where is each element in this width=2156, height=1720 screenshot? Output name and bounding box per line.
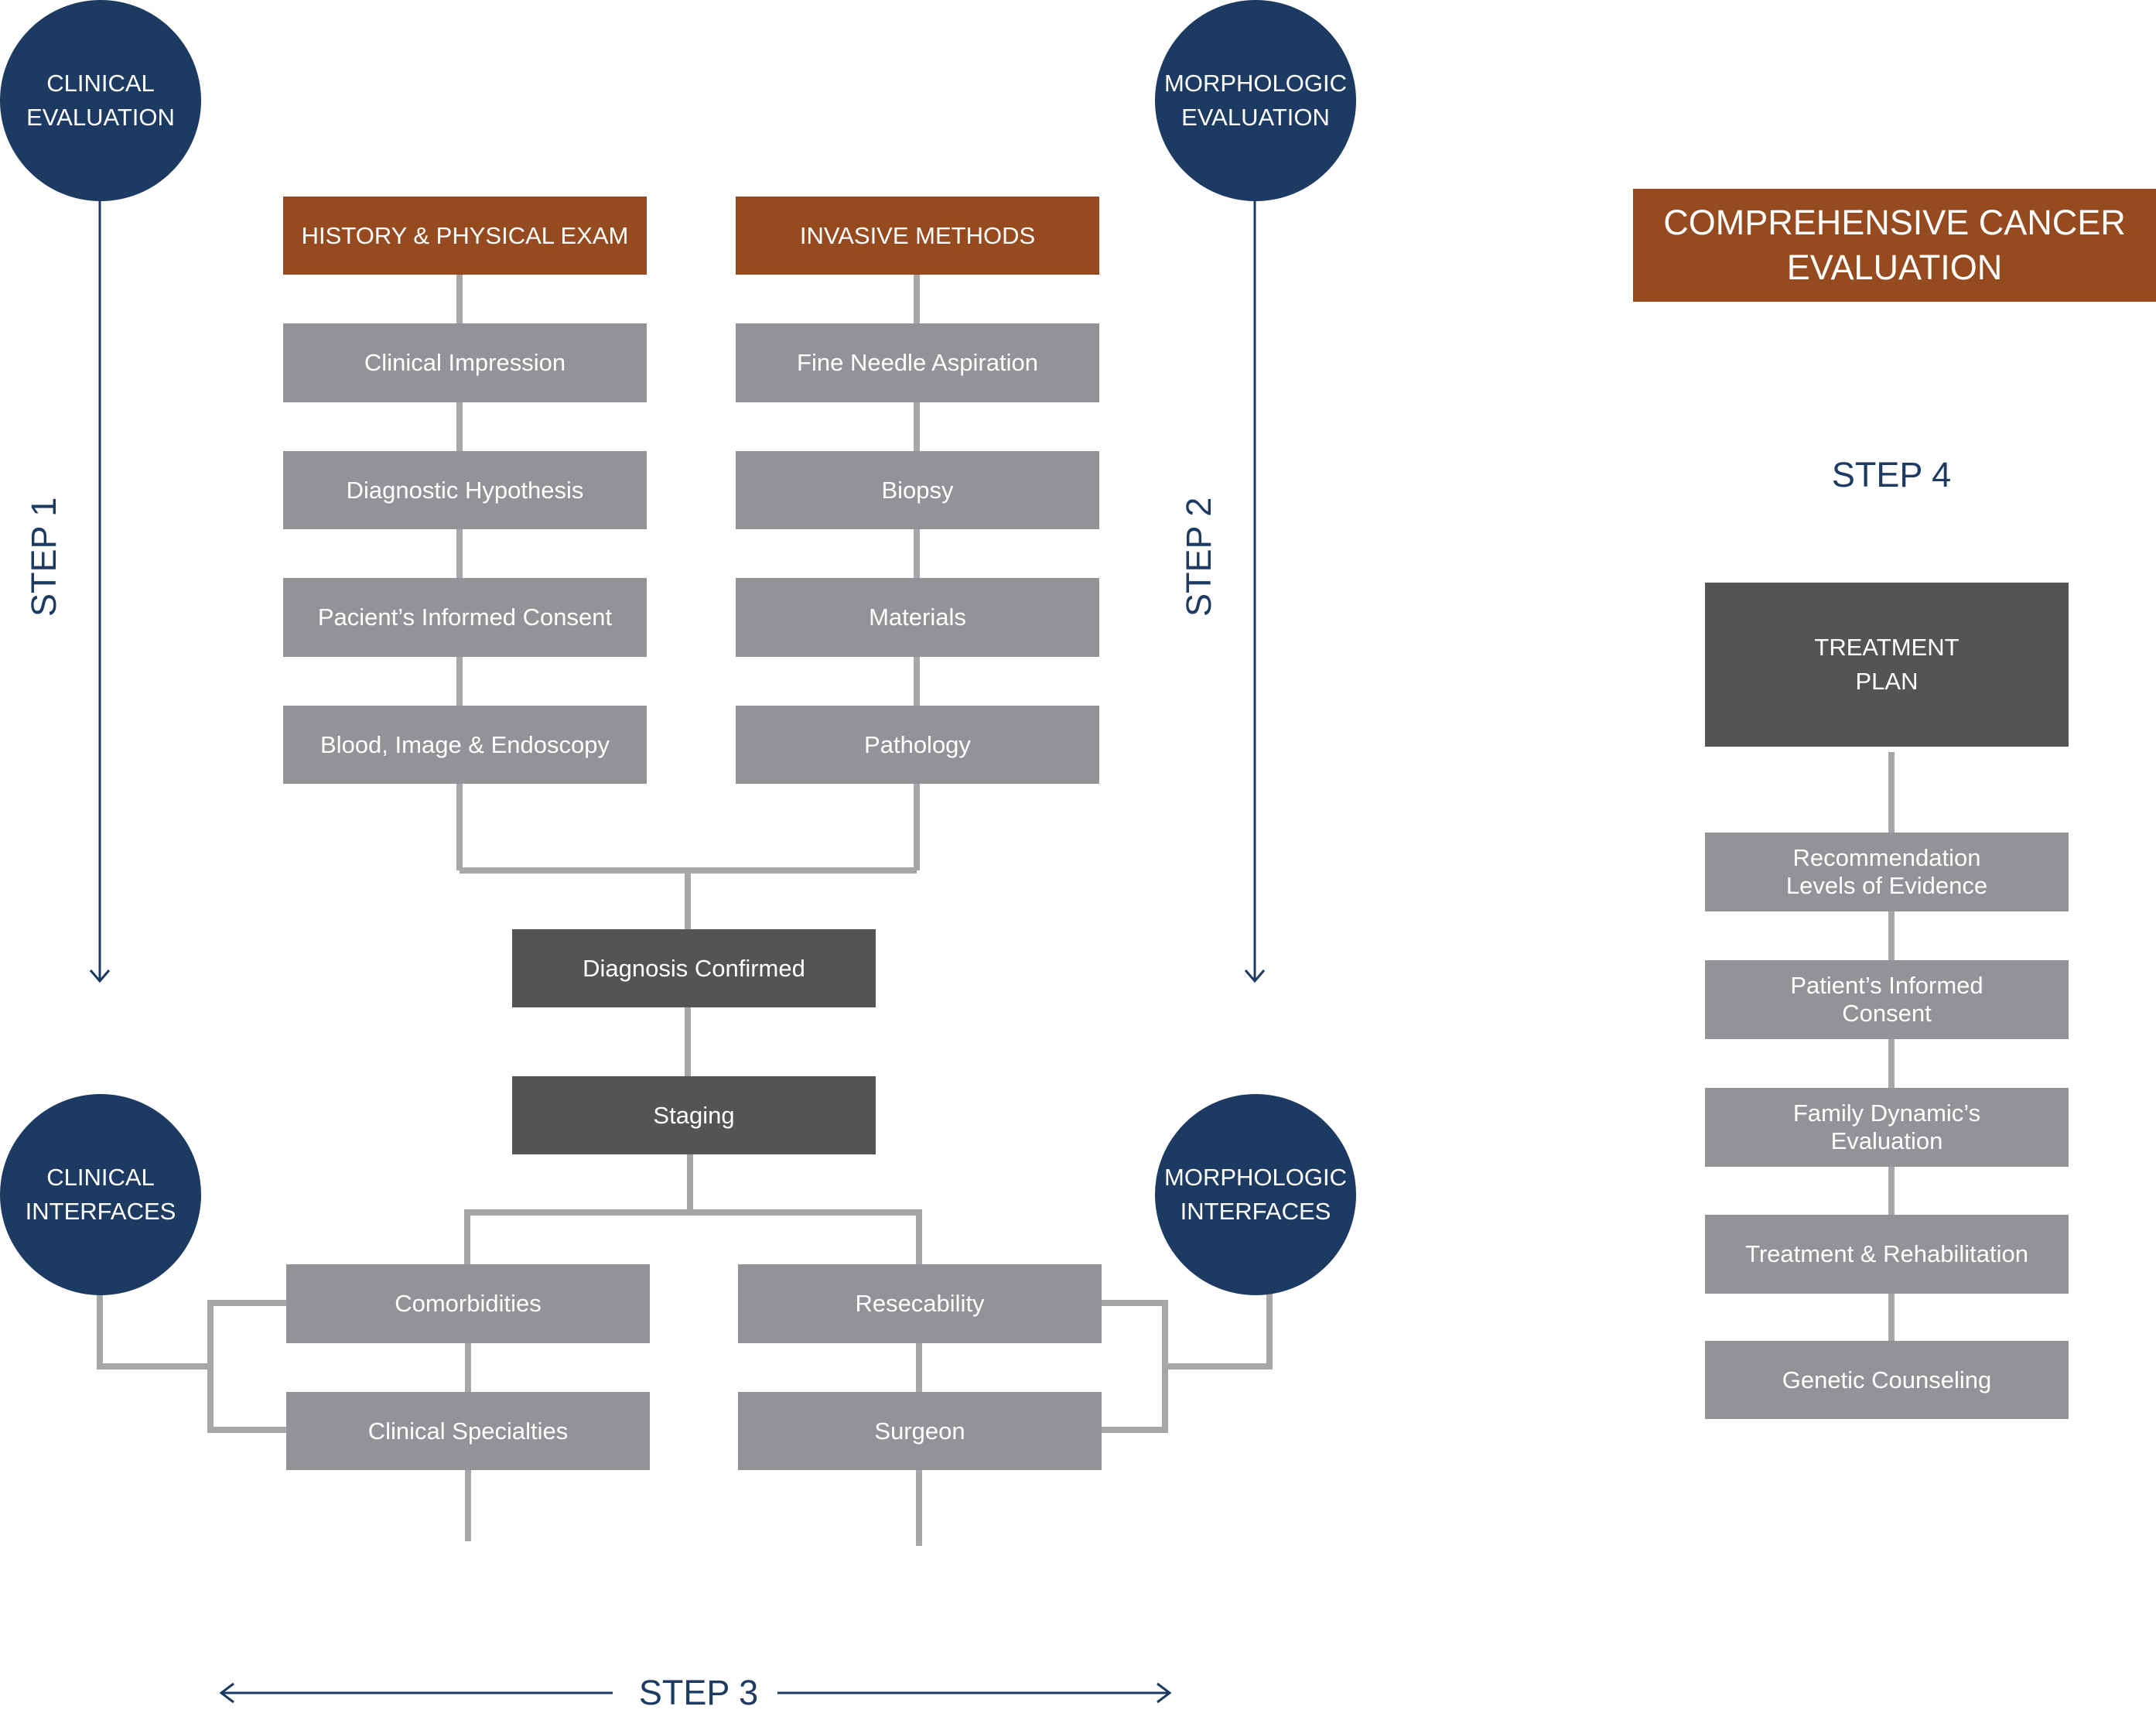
step3-arrowhead-left [219, 1682, 234, 1704]
connector [1101, 1300, 1168, 1433]
comprehensive-evaluation-title: COMPREHENSIVE CANCER EVALUATION [1633, 189, 2156, 302]
materials-box: Materials [736, 578, 1099, 657]
fine-needle-aspiration-box: Fine Needle Aspiration [736, 323, 1099, 402]
genetic-counseling-box: Genetic Counseling [1705, 1341, 2069, 1419]
step3-label: STEP 3 [638, 1673, 759, 1712]
treatment-rehabilitation-box: Treatment & Rehabilitation [1705, 1215, 2069, 1294]
history-physical-exam-header: HISTORY & PHYSICAL EXAM [283, 197, 647, 275]
diagnosis-confirmed-box: Diagnosis Confirmed [512, 929, 876, 1007]
patients-informed-consent-box: Patient’s Informed Consent [1705, 960, 2069, 1039]
navy-arrows [89, 200, 1266, 1704]
clinical-specialties-box: Clinical Specialties [286, 1392, 650, 1470]
blood-image-endoscopy-box: Blood, Image & Endoscopy [283, 706, 647, 784]
connector [1165, 1294, 1273, 1370]
step2-arrowhead [1244, 969, 1266, 983]
step3-arrowhead-right [1157, 1682, 1172, 1704]
step1-arrowhead [89, 969, 111, 983]
connector [97, 1294, 210, 1370]
diagnostic-hypothesis-box: Diagnostic Hypothesis [283, 451, 647, 529]
recommendation-levels-box: Recommendation Levels of Evidence [1705, 833, 2069, 911]
morphologic-evaluation-circle: MORPHOLOGIC EVALUATION [1155, 0, 1356, 201]
invasive-methods-header: INVASIVE METHODS [736, 197, 1099, 275]
comorbidities-box: Comorbidities [286, 1264, 650, 1343]
step2-label: STEP 2 [1179, 497, 1218, 617]
biopsy-box: Biopsy [736, 451, 1099, 529]
family-dynamics-box: Family Dynamic’s Evaluation [1705, 1088, 2069, 1167]
connector [464, 1209, 922, 1266]
treatment-plan-box: TREATMENT PLAN [1705, 583, 2069, 747]
connector [207, 1300, 286, 1433]
resecability-box: Resecability [738, 1264, 1102, 1343]
pathology-box: Pathology [736, 706, 1099, 784]
staging-box: Staging [512, 1076, 876, 1154]
surgeon-box: Surgeon [738, 1392, 1102, 1470]
clinical-interfaces-circle: CLINICAL INTERFACES [0, 1094, 201, 1295]
clinical-impression-box: Clinical Impression [283, 323, 647, 402]
step4-label: STEP 4 [1831, 455, 1952, 494]
morphologic-interfaces-circle: MORPHOLOGIC INTERFACES [1155, 1094, 1356, 1295]
informed-consent-box: Pacient’s Informed Consent [283, 578, 647, 657]
clinical-evaluation-circle: CLINICAL EVALUATION [0, 0, 201, 201]
step1-label: STEP 1 [24, 497, 63, 617]
